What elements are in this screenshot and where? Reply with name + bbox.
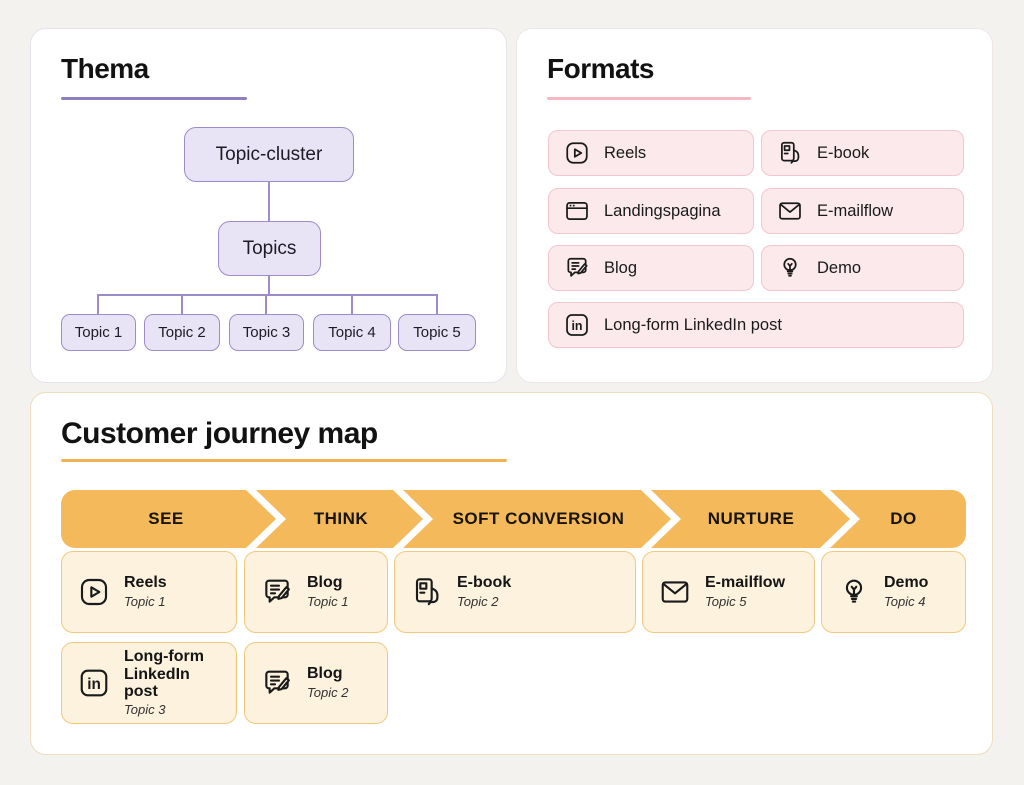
format-chip-linkedin-post: in Long-form LinkedIn post xyxy=(548,302,964,348)
stage-see: SEE xyxy=(148,509,184,528)
topic-node: Topic 1 xyxy=(61,314,136,351)
tree-connector xyxy=(351,294,353,314)
topic-node: Topic 4 xyxy=(313,314,391,351)
thema-title-underline xyxy=(61,97,247,100)
formats-title: Formats xyxy=(547,53,654,84)
format-chip-emailflow: E-mailflow xyxy=(761,188,964,234)
journey-title-underline xyxy=(61,459,507,462)
journey-stage-banner: SEE THINK SOFT CONVERSION NURTURE DO xyxy=(61,490,966,548)
blog-icon xyxy=(265,670,290,694)
format-chip-label: E-book xyxy=(817,143,870,162)
thema-panel: Thema Topic-cluster Topics Topic 1 Topic… xyxy=(30,28,507,383)
reels-icon xyxy=(80,578,108,606)
card-topic: Topic 5 xyxy=(705,593,747,609)
format-chip-landingspagina: Landingspagina xyxy=(548,188,754,234)
thema-title: Thema xyxy=(61,53,149,84)
demo-icon xyxy=(845,579,863,603)
format-chip-label: E-mailflow xyxy=(817,201,894,220)
topics-node: Topics xyxy=(218,221,321,276)
card-topic: Topic 2 xyxy=(307,684,349,700)
journey-card-ebook: E-book Topic 2 xyxy=(394,551,636,633)
demo-icon xyxy=(783,257,797,277)
tree-connector xyxy=(265,294,267,314)
card-topic: Topic 1 xyxy=(124,593,166,609)
format-chip-label: Landingspagina xyxy=(604,201,721,220)
tree-connector xyxy=(97,294,437,296)
stage-soft-conversion: SOFT CONVERSION xyxy=(452,509,625,528)
journey-card-reels: Reels Topic 1 xyxy=(61,551,237,633)
blog-icon xyxy=(567,257,588,277)
linkedin-icon: in xyxy=(80,669,108,697)
card-topic: Topic 4 xyxy=(884,593,926,609)
format-chip-label: Reels xyxy=(604,143,647,162)
reels-icon xyxy=(566,142,588,164)
svg-text:in: in xyxy=(87,676,101,693)
format-chip-label: Blog xyxy=(604,258,638,277)
formats-panel: Formats Reels E-book Landingspagina E-ma… xyxy=(516,28,993,383)
card-title: Reels xyxy=(124,574,167,592)
topic-node: Topic 5 xyxy=(398,314,476,351)
format-chip-reels: Reels xyxy=(548,130,754,176)
format-chip-label: Long-form LinkedIn post xyxy=(604,315,782,334)
card-title: Blog xyxy=(307,574,343,592)
format-chip-demo: Demo xyxy=(761,245,964,291)
tree-connector xyxy=(97,294,99,314)
ebook-icon xyxy=(415,578,439,606)
card-title: Blog xyxy=(307,665,343,683)
linkedin-icon: in xyxy=(566,314,588,336)
topic-cluster-node: Topic-cluster xyxy=(184,127,354,182)
stage-nurture: NURTURE xyxy=(707,509,795,528)
card-title: E-book xyxy=(457,574,512,592)
card-topic: Topic 1 xyxy=(307,593,349,609)
svg-text:in: in xyxy=(571,319,582,333)
topic-node: Topic 3 xyxy=(229,314,304,351)
tree-connector xyxy=(268,182,270,221)
format-chip-ebook: E-book xyxy=(761,130,964,176)
emailflow-icon xyxy=(661,581,689,603)
tree-connector xyxy=(436,294,438,314)
blog-icon xyxy=(265,579,290,603)
journey-title: Customer journey map xyxy=(61,417,378,450)
journey-card-blog-2: Blog Topic 2 xyxy=(244,642,388,724)
journey-card-blog-1: Blog Topic 1 xyxy=(244,551,388,633)
journey-card-demo: Demo Topic 4 xyxy=(821,551,966,633)
landingpage-icon xyxy=(566,202,588,220)
stage-do: DO xyxy=(890,509,917,528)
journey-card-linkedin-post: in Long-form LinkedIn post Topic 3 xyxy=(61,642,237,724)
topic-node: Topic 2 xyxy=(144,314,220,351)
format-chip-label: Demo xyxy=(817,258,862,277)
card-title: Demo xyxy=(884,574,929,592)
journey-card-emailflow: E-mailflow Topic 5 xyxy=(642,551,815,633)
tree-connector xyxy=(268,276,270,294)
card-title: Long-form LinkedIn post xyxy=(124,648,204,701)
emailflow-icon xyxy=(779,202,801,220)
card-topic: Topic 2 xyxy=(457,593,499,609)
stage-think: THINK xyxy=(313,509,369,528)
ebook-icon xyxy=(781,141,800,164)
card-topic: Topic 3 xyxy=(124,701,166,717)
tree-connector xyxy=(181,294,183,314)
card-title: E-mailflow xyxy=(705,574,786,592)
formats-title-underline xyxy=(547,97,751,100)
stage-arrows xyxy=(61,490,966,548)
customer-journey-panel: Customer journey map SEE THINK SOFT CONV… xyxy=(30,392,993,755)
format-chip-blog: Blog xyxy=(548,245,754,291)
